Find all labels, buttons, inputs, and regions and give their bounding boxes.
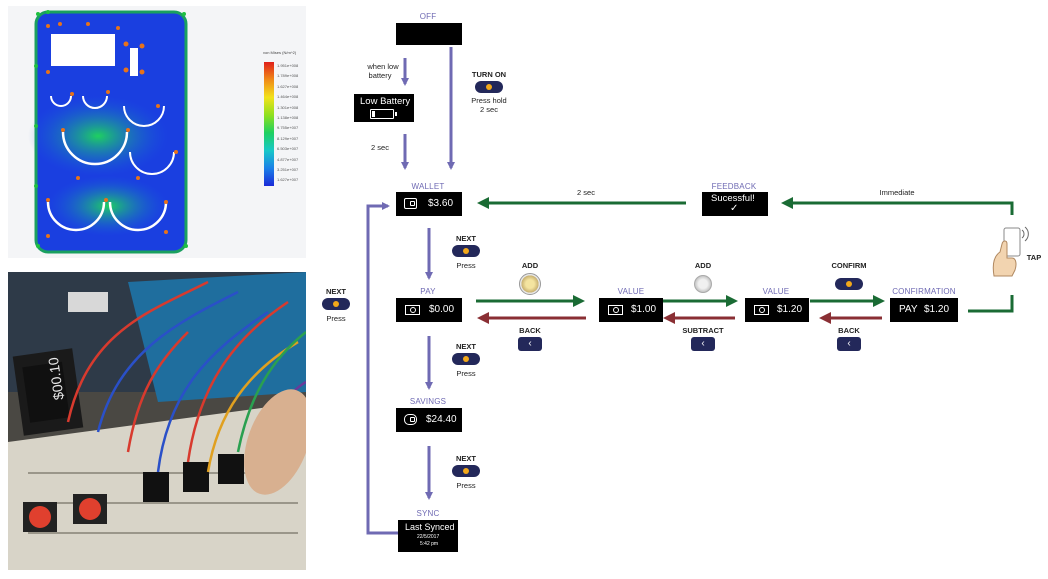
- confirmation-prefix: PAY: [899, 304, 918, 315]
- immediate-text: Immediate: [879, 188, 915, 197]
- pay-screen: $0.00: [396, 298, 462, 322]
- legend-tick: 1.789e+008: [277, 73, 299, 79]
- turn-on-text: TURN ON: [471, 70, 507, 79]
- next-button-icon-2: [452, 353, 480, 365]
- arrow-tap-to-feedback: [781, 197, 1014, 215]
- pay-value: $0.00: [429, 304, 455, 315]
- low-battery-screen: Low Battery: [354, 94, 414, 122]
- press-text-3: Press: [456, 481, 476, 490]
- subtract-text: SUBTRACT: [682, 326, 724, 335]
- legend-tick: 1.627e+007: [277, 177, 299, 183]
- prototype-photo: $00.10: [8, 272, 306, 570]
- add-text: ADD: [521, 261, 539, 270]
- sync-label: SYNC: [416, 509, 440, 518]
- value-1-amount: $1.00: [631, 304, 657, 315]
- value-label-2: VALUE: [762, 287, 790, 296]
- sync-date: 22/5/2017: [417, 534, 440, 540]
- back-text: BACK: [519, 326, 541, 335]
- two-sec-top-text: 2 sec: [577, 188, 595, 197]
- feedback-text: Sucessful!: [711, 193, 755, 204]
- savings-label: SAVINGS: [409, 397, 447, 406]
- next-text-3: NEXT: [455, 454, 477, 463]
- next-button-icon: [452, 245, 480, 257]
- battery-text: battery: [368, 71, 392, 80]
- bill-icon: [754, 305, 769, 315]
- subtract-button-icon: ‹: [691, 337, 715, 351]
- confirmation-screen: PAY $1.20: [890, 298, 958, 322]
- legend-tick: 3.251e+007: [277, 166, 299, 172]
- lcd-display-text: $00.10: [45, 356, 67, 401]
- confirmation-amount: $1.20: [924, 304, 950, 315]
- press-hold-seconds-text: 2 sec: [480, 105, 498, 114]
- savings-screen: $24.40: [396, 408, 462, 432]
- pay-label: PAY: [420, 287, 436, 296]
- color-scale-bar: [264, 62, 274, 186]
- sync-screen: Last Synced 22/5/2017 5:42 pm: [398, 520, 458, 552]
- bill-icon: [608, 305, 623, 315]
- piggy-bank-icon: [404, 414, 417, 425]
- legend-tick: 9.755e+007: [277, 125, 299, 131]
- when-low-text: when low: [367, 62, 399, 71]
- value-screen-2: $1.20: [745, 298, 809, 322]
- breadboard-graphic: $00.10: [8, 272, 306, 570]
- last-synced-text: Last Synced: [405, 522, 455, 532]
- legend-tick: 1.301e+008: [277, 104, 299, 110]
- legend-tick: 6.503e+007: [277, 146, 299, 152]
- arrow-confirm-out: [968, 295, 1014, 313]
- legend-ticks: 1.951e+008 1.789e+008 1.627e+008 1.464e+…: [277, 61, 306, 186]
- silver-coin-icon: [694, 275, 712, 293]
- savings-value: $24.40: [426, 414, 457, 425]
- battery-icon: [370, 109, 397, 119]
- next-button-icon-left: [322, 298, 350, 310]
- tap-hand-icon: [992, 226, 1029, 277]
- wallet-label: WALLET: [411, 182, 445, 191]
- next-text-2: NEXT: [455, 342, 477, 351]
- next-text: NEXT: [455, 234, 477, 243]
- gold-coin-icon: [519, 273, 541, 295]
- legend-tick: 1.138e+008: [277, 114, 299, 120]
- off-screen: [396, 23, 462, 45]
- legend-title: von Mises (N/m^2): [263, 50, 297, 55]
- feedback-screen: Sucessful! ✓: [702, 192, 768, 216]
- value-2-amount: $1.20: [777, 304, 803, 315]
- legend-tick: 8.129e+007: [277, 135, 299, 141]
- press-text-2: Press: [456, 369, 476, 378]
- back-button-icon: ‹: [518, 337, 542, 351]
- legend-tick: 1.627e+008: [277, 83, 299, 89]
- off-label: OFF: [419, 12, 437, 21]
- legend-tick: 1.464e+008: [277, 94, 299, 100]
- value-screen-1: $1.00: [599, 298, 663, 322]
- press-hold-text: Press hold: [471, 96, 507, 105]
- two-sec-text: 2 sec: [371, 143, 389, 152]
- back-button-icon-2: ‹: [837, 337, 861, 351]
- next-button-icon-3: [452, 465, 480, 477]
- legend-tick: 4.877e+007: [277, 156, 299, 162]
- stress-plot-graphic: [28, 10, 188, 254]
- arrow-sync-to-wallet: [366, 202, 398, 535]
- sync-time: 5:42 pm: [420, 541, 439, 547]
- wallet-icon: [404, 198, 417, 209]
- checkmark-icon: ✓: [730, 203, 739, 214]
- bill-icon: [405, 305, 420, 315]
- legend-tick: 1.951e+008: [277, 63, 299, 68]
- back-text-2: BACK: [838, 326, 860, 335]
- add-text-2: ADD: [694, 261, 712, 270]
- wallet-value: $3.60: [428, 198, 454, 209]
- tap-text: TAP: [1026, 253, 1042, 262]
- confirmation-label: CONFIRMATION: [892, 287, 956, 296]
- stress-analysis-image: von Mises (N/m^2) 1.951e+008 1.789e+008 …: [8, 6, 306, 258]
- button-icon: [475, 81, 503, 93]
- confirm-button-icon: [835, 278, 863, 290]
- press-text: Press: [456, 261, 476, 270]
- press-text-left: Press: [326, 314, 346, 323]
- wallet-screen: $3.60: [396, 192, 462, 216]
- low-battery-text: Low Battery: [360, 96, 411, 107]
- feedback-label: FEEDBACK: [711, 182, 757, 191]
- next-text-left: NEXT: [325, 287, 347, 296]
- value-label-1: VALUE: [617, 287, 645, 296]
- confirm-text: CONFIRM: [831, 261, 867, 270]
